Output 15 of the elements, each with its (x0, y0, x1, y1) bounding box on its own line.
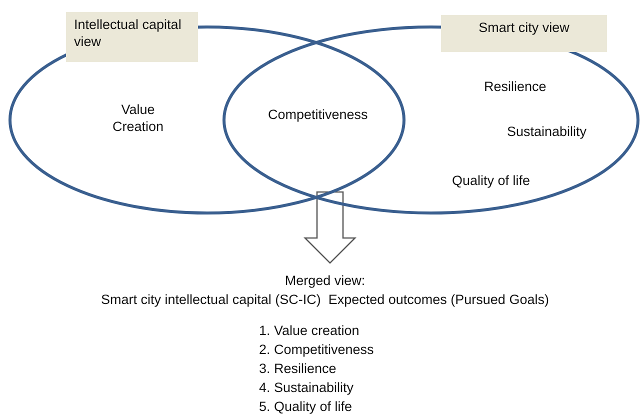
list-item: 2. Competitiveness (259, 341, 374, 358)
list-item: 1. Value creation (259, 322, 360, 339)
ellipse-text: Value Creation (111, 101, 165, 135)
block-arrow (303, 191, 357, 264)
heading-text: Merged view: (284, 272, 366, 289)
list-item: 3. Resilience (259, 360, 336, 377)
ellipse-text: Quality of life (452, 172, 530, 189)
ellipse-text: Resilience (484, 78, 546, 95)
list-item: 5. Quality of life (259, 398, 352, 415)
list-item: 4. Sustainability (259, 379, 354, 396)
heading-label: Intellectual capital view (66, 12, 198, 62)
subheading-text: Smart city intellectual capital (SC-IC) Expected outcomes (Pursued Goals) (100, 291, 550, 308)
overlap-text: Competitiveness (268, 106, 368, 123)
ellipse-text: Sustainability (507, 123, 587, 140)
heading-label: Smart city view (441, 15, 607, 52)
